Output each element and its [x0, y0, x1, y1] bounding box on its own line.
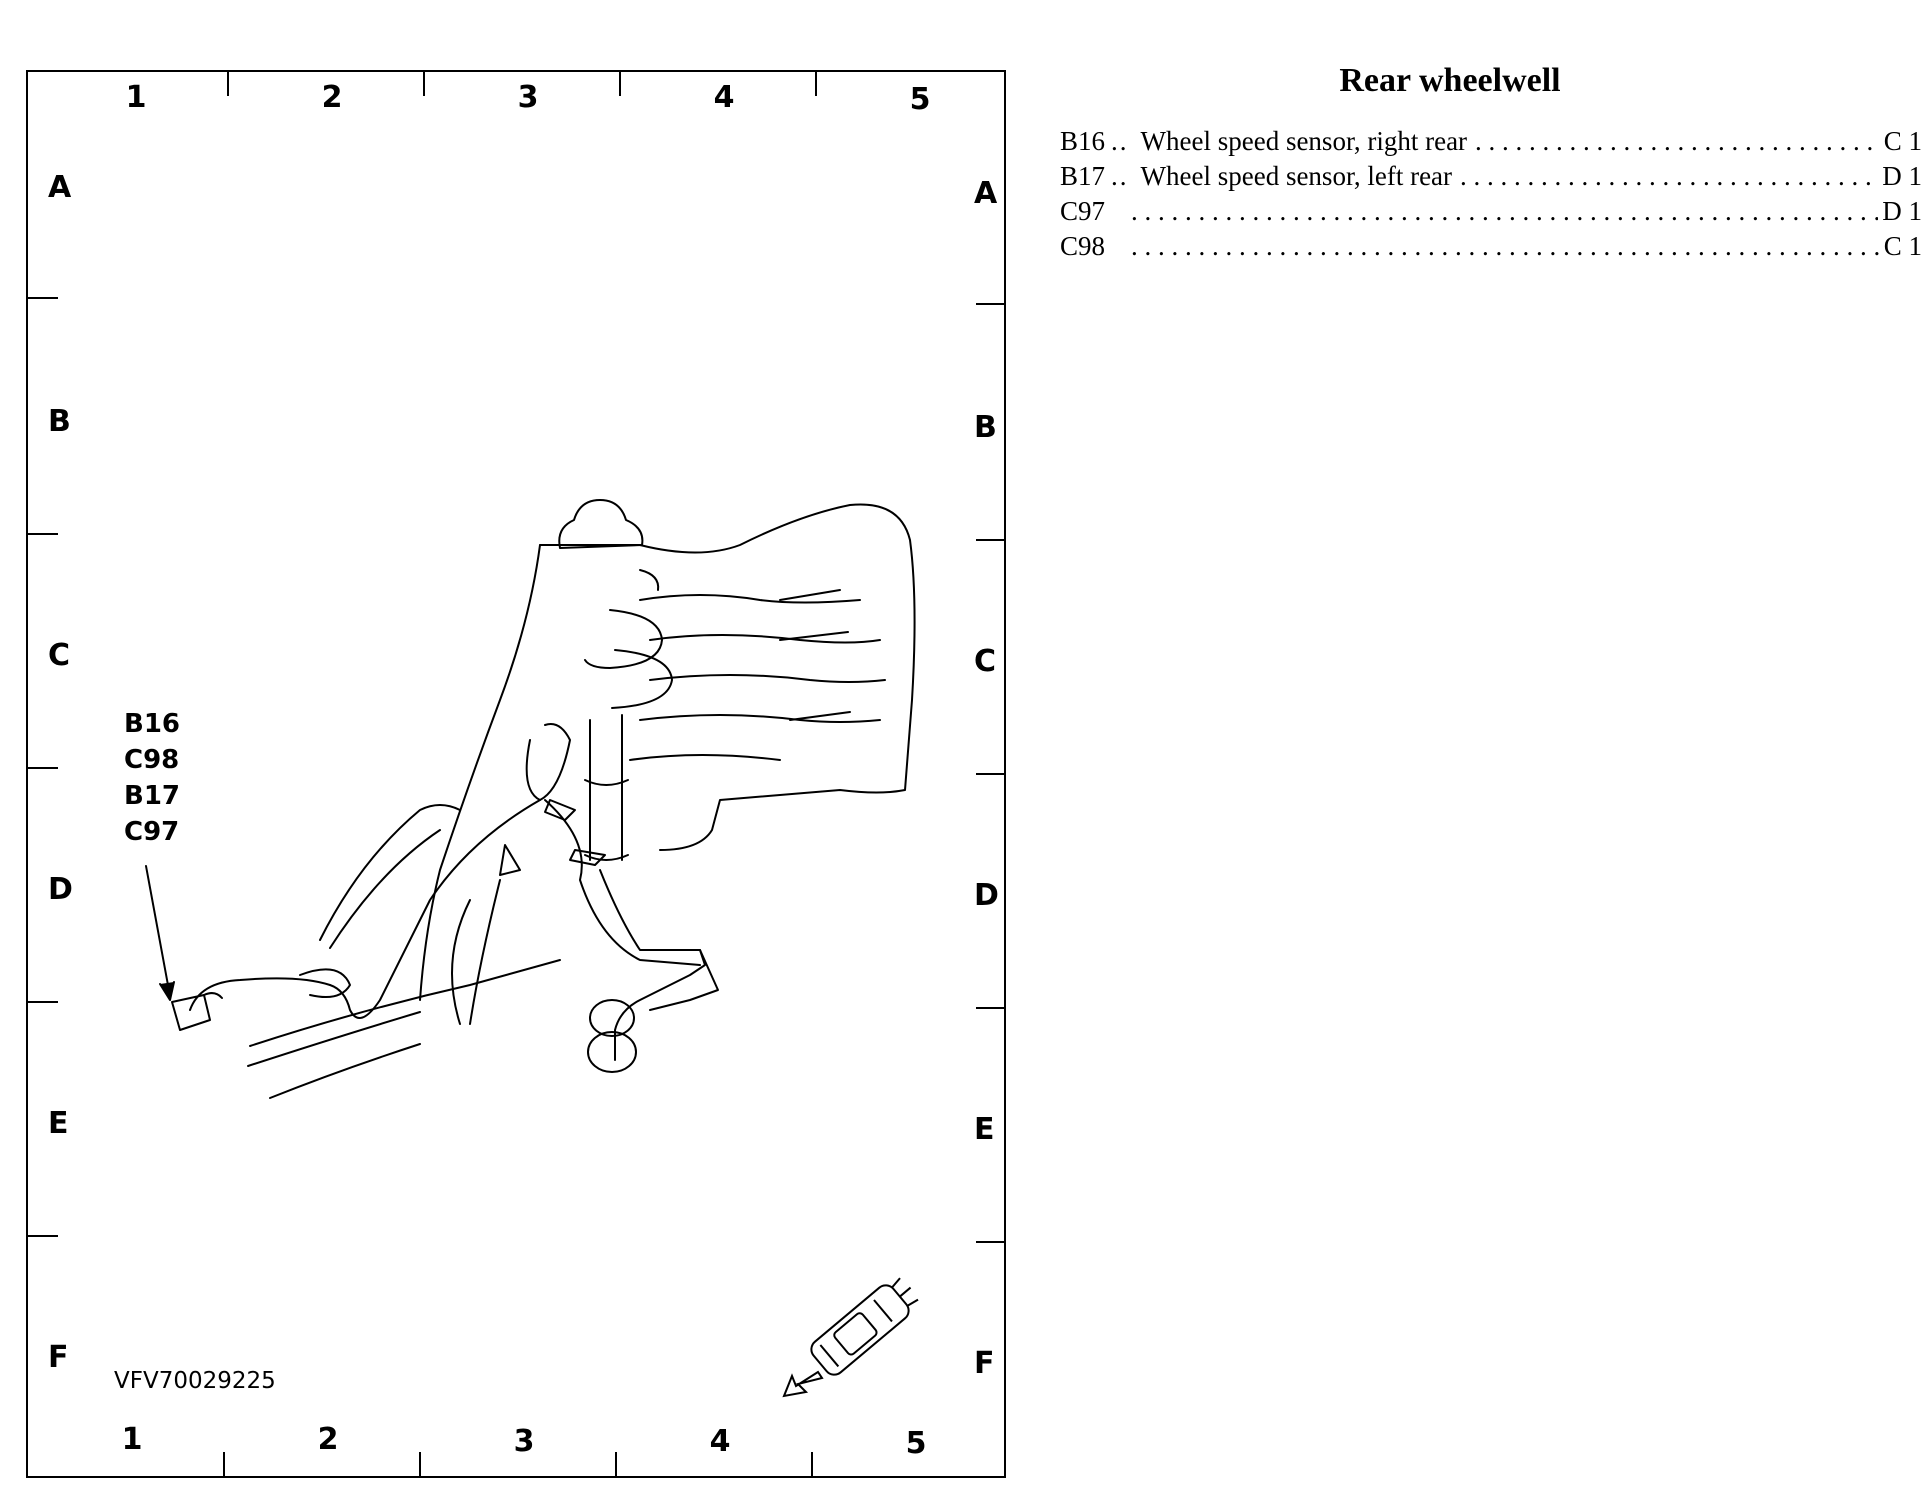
direction-arrow-icon — [782, 1370, 824, 1398]
leader-dots — [1467, 126, 1880, 157]
column-label-top: 1 — [125, 80, 147, 115]
component-code: B16 — [1060, 126, 1106, 156]
index-entry: B17 .. Wheel speed sensor, left rear D 1 — [1060, 161, 1922, 196]
index-entry: B16 .. Wheel speed sensor, right rear C … — [1060, 126, 1922, 161]
row-label-right: E — [974, 1112, 995, 1147]
section-title: Rear wheelwell — [1339, 62, 1561, 99]
row-label-right: C — [974, 644, 997, 679]
row-label-left: B — [48, 404, 71, 439]
component-code: C97 — [1060, 196, 1106, 226]
component-code: B17 — [1060, 161, 1106, 191]
column-label-top: 4 — [713, 80, 735, 115]
column-label-bottom: 4 — [709, 1424, 731, 1459]
column-label-top: 3 — [517, 80, 539, 115]
grid-location: D 1 — [1882, 161, 1922, 191]
component-description: Wheel speed sensor, right rear — [1140, 126, 1468, 156]
index-entry: C97 D 1 — [1060, 196, 1922, 231]
row-label-left: A — [48, 170, 72, 205]
row-label-right: F — [974, 1346, 995, 1381]
callout-label: C98 — [124, 745, 180, 775]
row-label-left: C — [48, 638, 71, 673]
callout-label: C97 — [124, 817, 180, 847]
component-index: B16 .. Wheel speed sensor, right rear C … — [1060, 126, 1922, 266]
column-label-top: 5 — [909, 82, 931, 117]
leader-dots — [1452, 161, 1878, 192]
grid-location: C 1 — [1883, 231, 1922, 261]
callout-label: B16 — [124, 709, 180, 739]
component-description: Wheel speed sensor, left rear — [1140, 161, 1453, 191]
column-label-bottom: 1 — [121, 1422, 143, 1457]
row-label-right: D — [974, 878, 999, 913]
component-code: C98 — [1060, 231, 1106, 261]
column-label-top: 2 — [321, 80, 343, 115]
row-label-right: B — [974, 410, 997, 445]
row-label-left: D — [48, 872, 73, 907]
row-label-left: F — [48, 1340, 69, 1375]
column-label-bottom: 2 — [317, 1422, 339, 1457]
row-label-left: E — [48, 1106, 69, 1141]
entry-separator: .. — [1111, 126, 1129, 156]
figure-id: VFV70029225 — [114, 1368, 276, 1394]
row-label-right: A — [974, 176, 998, 211]
callout-label: B17 — [124, 781, 180, 811]
column-label-bottom: 3 — [513, 1424, 535, 1459]
column-label-bottom: 5 — [905, 1426, 927, 1461]
vehicle-orientation-icon — [810, 1277, 919, 1376]
leader-dots — [1123, 231, 1880, 262]
callout-label-group: B16 C98 B17 C97 — [124, 706, 180, 850]
index-entry: C98 C 1 — [1060, 231, 1922, 266]
leader-dots — [1123, 196, 1878, 227]
entry-separator: .. — [1111, 161, 1129, 191]
grid-location: C 1 — [1883, 126, 1922, 156]
grid-location: D 1 — [1882, 196, 1922, 226]
